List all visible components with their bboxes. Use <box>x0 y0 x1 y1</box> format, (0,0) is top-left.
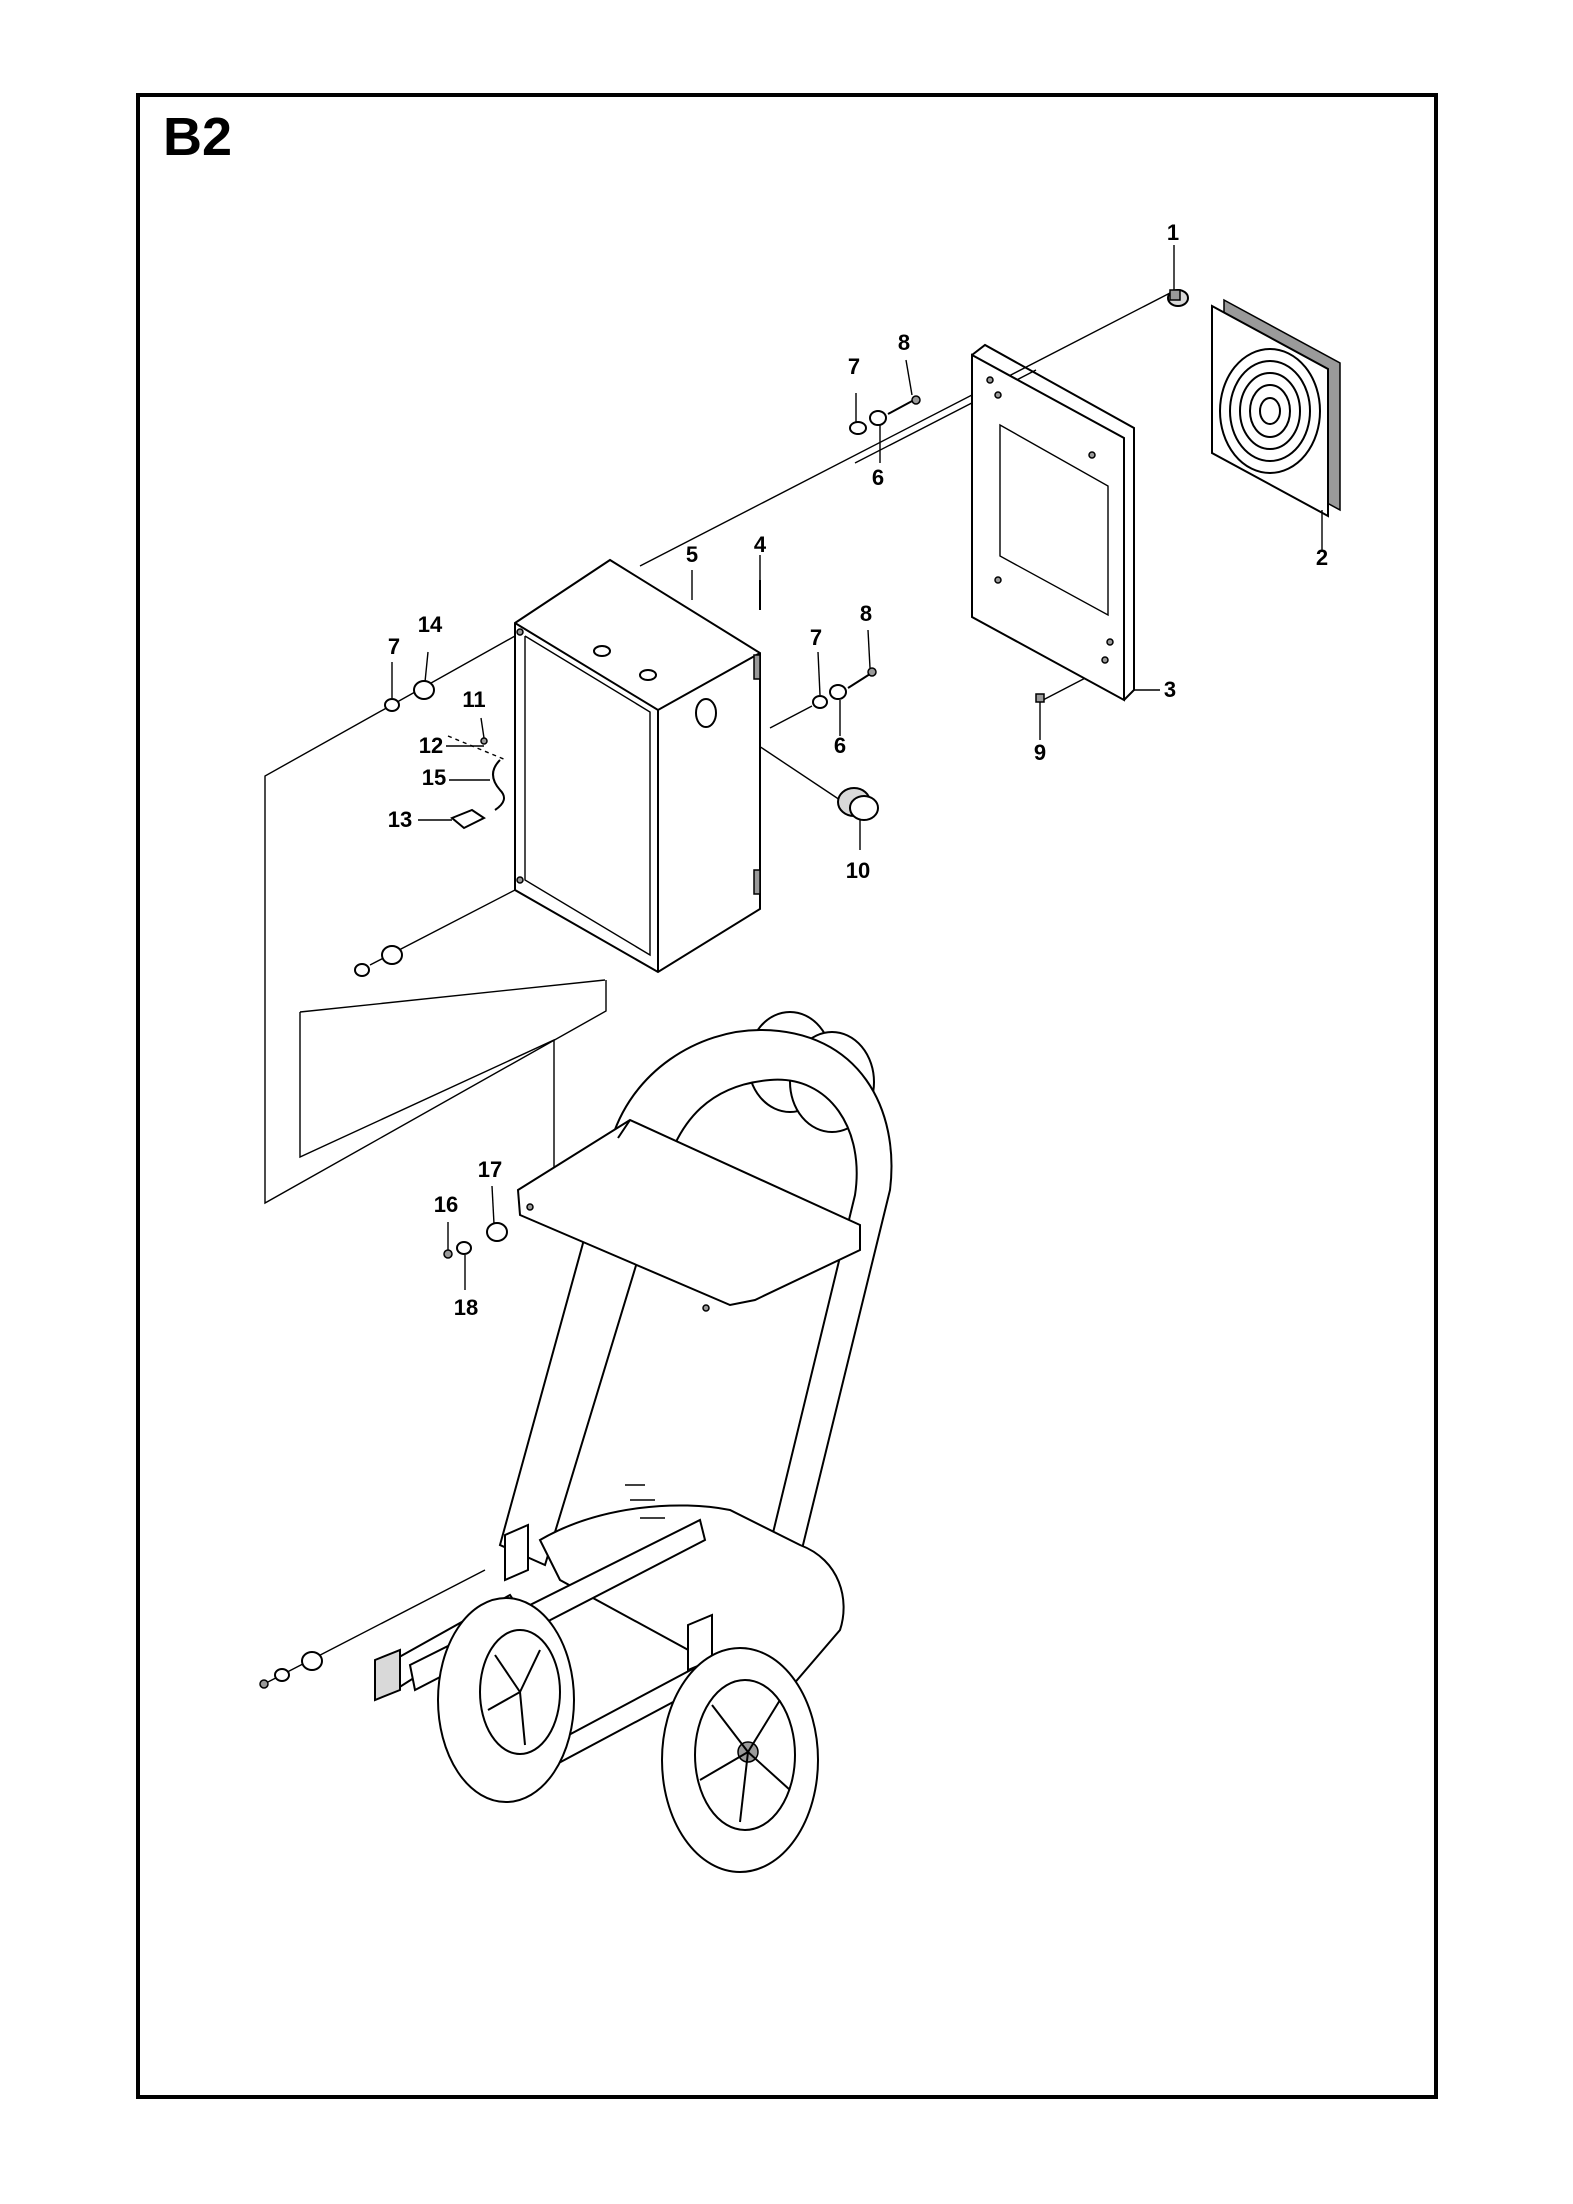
electrical-box <box>514 558 761 974</box>
callout-2: 2 <box>1315 545 1329 570</box>
hardware-parts <box>259 395 1045 1689</box>
section-title: B2 <box>163 107 233 167</box>
callout-9: 9 <box>1033 740 1047 765</box>
leader-lines <box>391 245 1323 1290</box>
latch-part <box>1167 289 1189 307</box>
callout-3: 3 <box>1163 677 1177 702</box>
callout-8-right: 8 <box>859 601 873 626</box>
drawing-frame <box>136 93 1438 2099</box>
trolley-wheels <box>437 1597 819 1873</box>
callout-6-right: 6 <box>833 733 847 758</box>
callout-12: 12 <box>418 733 444 758</box>
vent-grille <box>1211 298 1341 518</box>
callout-7-top: 7 <box>847 354 861 379</box>
callout-7-right: 7 <box>809 625 823 650</box>
callout-10: 10 <box>845 858 871 883</box>
callout-18: 18 <box>453 1295 479 1320</box>
callout-15: 15 <box>421 765 447 790</box>
callout-14: 14 <box>417 612 443 637</box>
callout-1: 1 <box>1166 220 1180 245</box>
callout-17: 17 <box>477 1157 503 1182</box>
callout-11: 11 <box>462 687 486 712</box>
door-frame <box>971 343 1135 702</box>
callout-5: 5 <box>685 542 699 567</box>
callout-13: 13 <box>387 807 413 832</box>
cable-gland <box>837 787 879 821</box>
callout-6-top: 6 <box>871 465 885 490</box>
callout-16: 16 <box>433 1192 459 1217</box>
callout-8-top: 8 <box>897 330 911 355</box>
callout-7-left: 7 <box>387 634 401 659</box>
callout-4: 4 <box>753 532 767 557</box>
